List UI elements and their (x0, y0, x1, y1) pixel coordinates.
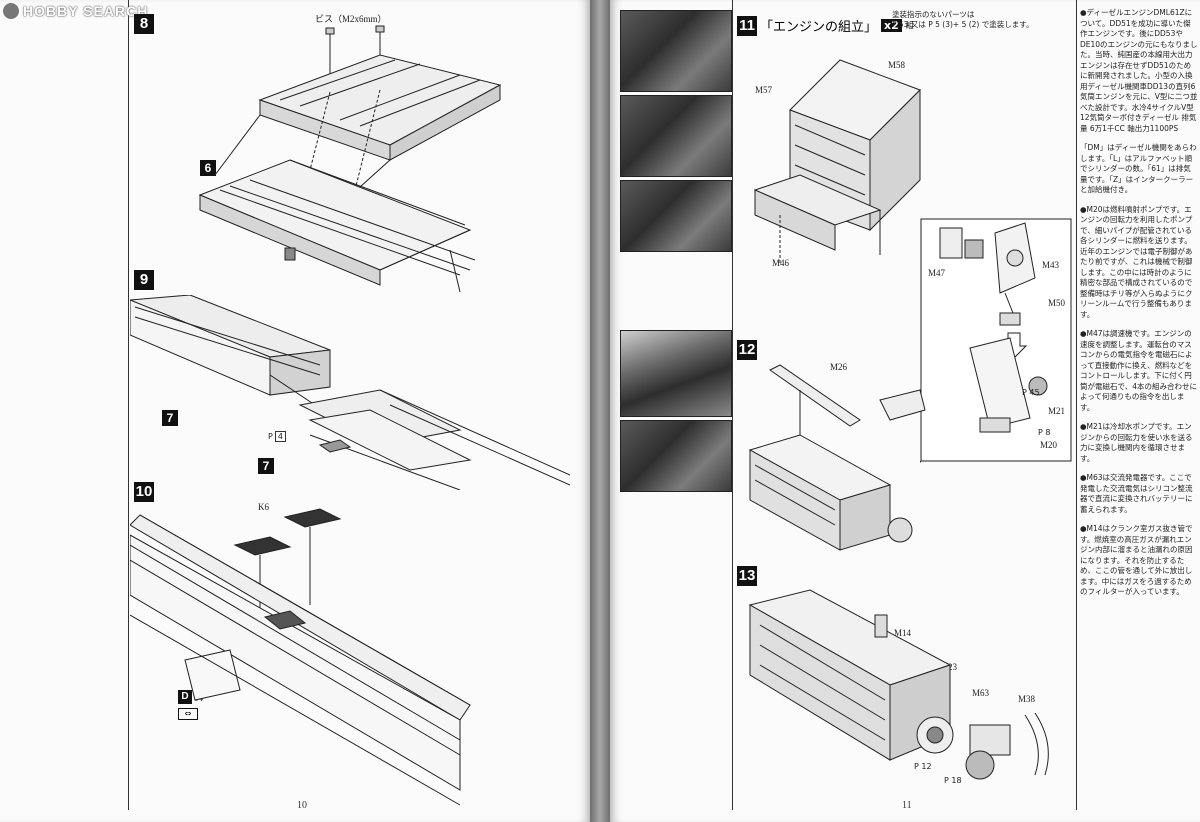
label-m57: M57 (755, 85, 773, 95)
k6-label: K6 (258, 502, 269, 512)
step-12-number: 12 (737, 340, 757, 360)
right-notes-column-line (1076, 0, 1077, 810)
step-13-illustration (748, 589, 1049, 780)
engine-photo-1 (620, 10, 732, 92)
label-m58: M58 (888, 60, 906, 70)
note-m63: ●M63は交流発電器です。ここで発電した交流電気はシリコン整流器で直流に変換され… (1080, 473, 1193, 514)
step-11-title: 「エンジンの組立」 (760, 20, 878, 35)
step-11-multiplier-suffix: 組 (905, 21, 914, 30)
note-m47: ●M47は調速機です。エンジンの速度を調整します。運転台のマスコンからの電気指令… (1080, 329, 1197, 412)
right-page: 11 「エンジンの組立」 x2 組 塗装指示のないパーツは P 53 又は P … (610, 0, 1200, 822)
step-12-illustration (748, 364, 926, 551)
step-8-number: 8 (134, 14, 154, 34)
camera-icon (2, 2, 20, 20)
step-11-illustration (753, 59, 921, 265)
label-m21: M21 (1048, 406, 1066, 416)
engine-detail-photo-2 (620, 420, 732, 492)
p-ref-18: P 18 (944, 776, 962, 785)
note-naming: 「DM」はディーゼル機関をあらわします。「L」はアルファベット順でシリンダーの数… (1080, 143, 1197, 194)
step-10-number: 10 (134, 482, 154, 502)
p-ref-4-num: 4 (274, 431, 286, 442)
left-page: HOBBY SEARCH 8 ビス（M2x6mm） 6 (0, 0, 590, 822)
label-m26: M26 (830, 362, 848, 372)
paint-note-line-1: 塗装指示のないパーツは (892, 10, 975, 19)
detail-inset (920, 218, 1072, 463)
decal-mark: D (178, 690, 192, 704)
step-13-number: 13 (737, 566, 757, 586)
p-ref-45: P 45 (1022, 388, 1040, 397)
label-m43: M43 (1042, 260, 1060, 270)
label-m47: M47 (928, 268, 946, 278)
flip-arrow-icon: ⇔ (178, 708, 198, 720)
label-m63: M63 (972, 688, 990, 698)
p-ref-4-label: P (268, 432, 273, 441)
engine-detail-photo-1 (620, 330, 732, 417)
part-mark-7b: 7 (258, 458, 274, 474)
label-m14: M14 (894, 628, 912, 638)
label-m50: M50 (1048, 298, 1066, 308)
note-m21: ●M21は冷却水ポンプです。エンジンからの回転力を使い水を送る力に変換し機関内を… (1080, 422, 1193, 463)
left-page-number: 10 (297, 800, 307, 811)
watermark-text: HOBBY SEARCH (23, 3, 149, 19)
step-9-number: 9 (134, 270, 154, 290)
p-ref-8: P 8 (1038, 428, 1051, 437)
label-m46: M46 (772, 258, 790, 268)
step-11-number: 11 (737, 16, 757, 36)
right-photo-column-line (732, 0, 733, 810)
note-m20: ●M20は燃料噴射ポンプです。エンジンの回転力を利用したポンプで、細いパイプが配… (1080, 204, 1193, 319)
part-mark-7a: 7 (162, 410, 178, 426)
paint-note-line-2: P 53 又は P 5 (3)+ 5 (2) で塗装します。 (892, 20, 1034, 29)
label-m38: M38 (1018, 694, 1036, 704)
label-m20: M20 (1040, 440, 1058, 450)
step-10-illustration (130, 508, 471, 806)
book-gutter (590, 0, 610, 822)
engine-photo-2 (620, 95, 732, 177)
step-11-heading: 「エンジンの組立」 x2 組 (760, 16, 914, 35)
step-8-illustration (198, 25, 502, 293)
note-engine: ●ディーゼルエンジンDML61Zについて。DD51を成功に導いた傑作エンジンです… (1080, 8, 1198, 133)
right-page-number: 11 (902, 800, 912, 811)
note-m14: ●M14はクランク室ガス抜き管です。燃焼室の高圧ガスが漏れエンジン内部に溜まると… (1080, 524, 1193, 596)
notes-column: ●ディーゼルエンジンDML61Zについて。DD51を成功に導いた傑作エンジンです… (1080, 8, 1198, 607)
screw-label: ビス（M2x6mm） (315, 14, 387, 24)
left-margin-line (128, 0, 129, 810)
paint-note: 塗装指示のないパーツは P 53 又は P 5 (3)+ 5 (2) で塗装しま… (892, 10, 1034, 30)
p-ref-12: P 12 (914, 762, 932, 771)
locomotive-photo (620, 180, 732, 252)
step-9-illustration (130, 295, 570, 490)
part-mark-6: 6 (200, 160, 216, 176)
watermark: HOBBY SEARCH (2, 2, 148, 20)
step-11-multiplier: x2 (881, 19, 902, 32)
